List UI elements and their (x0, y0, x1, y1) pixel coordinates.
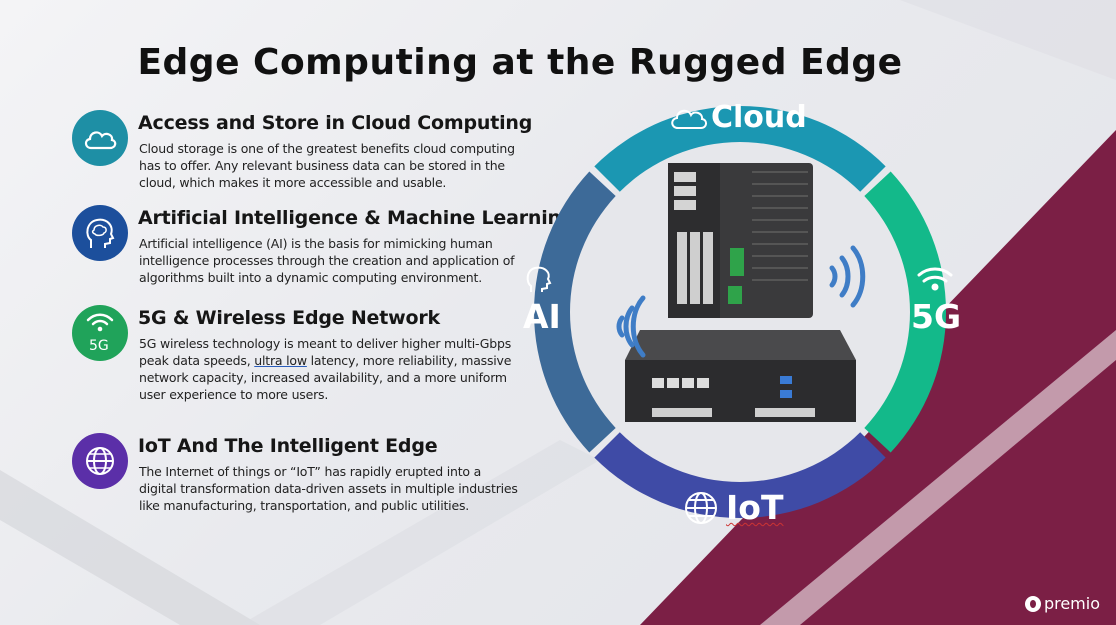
ring-segment-cloud (594, 106, 886, 192)
cloud-icon (72, 110, 128, 166)
brain-head-icon (72, 205, 128, 261)
globe-icon (72, 433, 128, 489)
feature-description: Artificial intelligence (AI) is the basi… (139, 236, 515, 285)
desc-part: 5G wireless technology is meant to deliv… (139, 336, 512, 368)
wifi-waves-right-icon (829, 245, 866, 308)
ring-label-ai: AI (523, 297, 561, 336)
feature-heading: 5G & Wireless Edge Network (138, 307, 440, 329)
grey-stripe (0, 470, 260, 625)
icon-5g-label: 5G (89, 338, 109, 354)
edge-computer-tall (668, 163, 813, 318)
wifi-icon (917, 267, 953, 291)
ring-label-iot: IoT (726, 488, 784, 527)
feature-description: Cloud storage is one of the greatest ben… (139, 141, 515, 190)
desc-ultra-low: ultra low (254, 353, 307, 368)
feature-heading: Artificial Intelligence & Machine Learni… (138, 207, 575, 229)
brand-logo: premio (1024, 594, 1100, 613)
feature-description: The Internet of things or “IoT” has rapi… (139, 464, 518, 513)
feature-heading: Access and Store in Cloud Computing (138, 112, 533, 134)
ring-label-5g: 5G (911, 297, 962, 336)
cloud-icon (671, 109, 707, 129)
grey-corner (900, 0, 1116, 80)
wifi-waves-left-icon (616, 295, 646, 358)
globe-icon (685, 492, 717, 524)
edge-computer-flat (625, 330, 856, 422)
ring-label-cloud: Cloud (711, 100, 807, 135)
page-title: Edge Computing at the Rugged Edge (137, 42, 903, 83)
ring-segment-iot (594, 432, 886, 518)
wifi-5g-icon: 5G (72, 305, 128, 361)
ring-segment-5g (864, 171, 946, 453)
grey-stripe-2 (240, 440, 600, 625)
feature-heading: IoT And The Intelligent Edge (138, 435, 438, 457)
brand-name: premio (1043, 594, 1100, 613)
brain-head-icon (526, 266, 552, 292)
feature-description: 5G wireless technology is meant to deliv… (139, 335, 519, 403)
desc-part: latency, more reliability, massive netwo… (139, 353, 512, 402)
premio-logo-icon (1024, 595, 1041, 612)
ring-segment-ai (533, 171, 616, 453)
light-stripe (760, 330, 1116, 625)
